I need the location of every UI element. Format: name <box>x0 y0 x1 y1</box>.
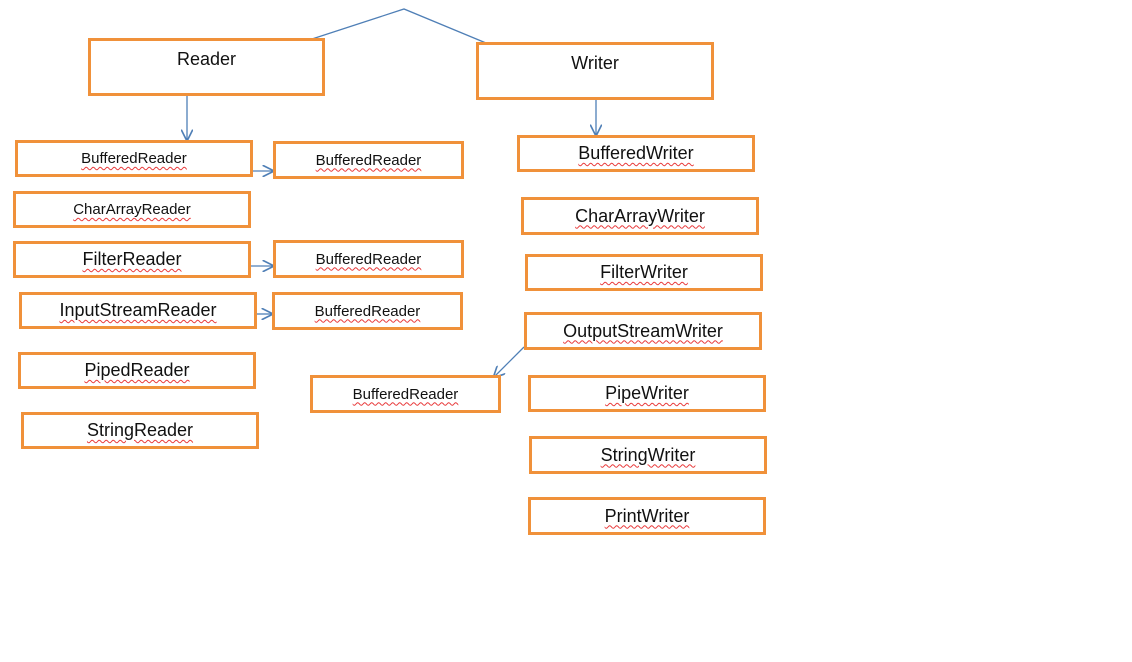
reader-subclass-bufferedreader-1: BufferedReader <box>273 141 464 179</box>
writer-root-label: Writer <box>571 53 619 73</box>
reader-writer-connector <box>311 8 487 44</box>
reader-class-chararrayreader: CharArrayReader <box>13 191 251 228</box>
writer-class-pipewriter: PipeWriter <box>528 375 766 412</box>
reader-subclass-bufferedreader-2: BufferedReader <box>273 240 464 278</box>
outputstreamwriter-to-bufferedreader-arrow <box>494 346 525 377</box>
writer-root-box: Writer <box>476 42 714 100</box>
writer-class-bufferedwriter: BufferedWriter <box>517 135 755 172</box>
writer-subclass-bufferedreader: BufferedReader <box>310 375 501 413</box>
reader-class-inputstreamreader: InputStreamReader <box>19 292 257 329</box>
reader-class-filterreader: FilterReader <box>13 241 251 278</box>
reader-root-box: Reader <box>88 38 325 96</box>
reader-root-label: Reader <box>176 49 237 69</box>
reader-class-pipedreader: PipedReader <box>18 352 256 389</box>
writer-class-filterwriter: FilterWriter <box>525 254 763 291</box>
writer-class-stringwriter: StringWriter <box>529 436 767 474</box>
reader-class-stringreader: StringReader <box>21 412 259 449</box>
reader-subclass-bufferedreader-3: BufferedReader <box>272 292 463 330</box>
reader-class-bufferedreader: BufferedReader <box>15 140 253 177</box>
writer-class-outputstreamwriter: OutputStreamWriter <box>524 312 762 350</box>
writer-class-chararraywriter: CharArrayWriter <box>521 197 759 235</box>
writer-class-printwriter: PrintWriter <box>528 497 766 535</box>
